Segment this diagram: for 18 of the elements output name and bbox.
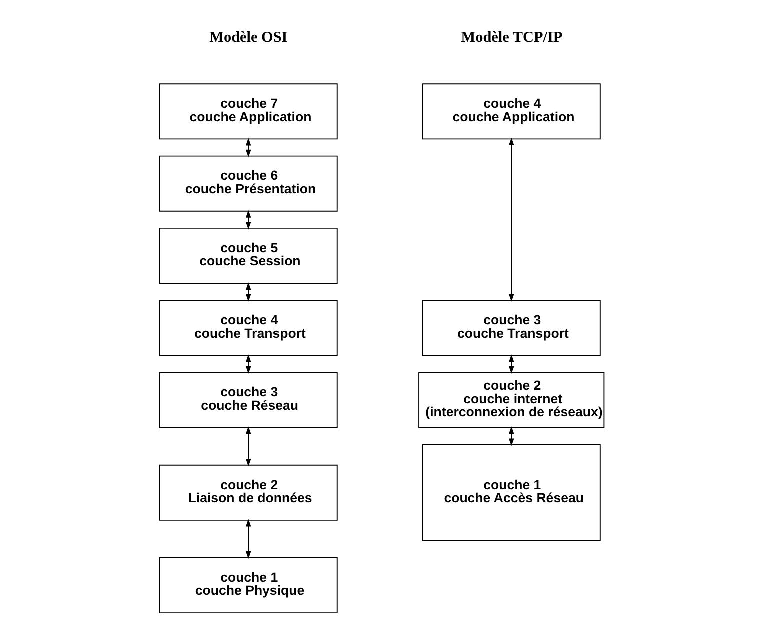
node-box: couche 2 couche internet (interconnexion de réseaux) (418, 372, 604, 428)
node-box: couche 4 couche Application (422, 84, 600, 140)
node-box: couche 2 Liaison de données (158, 464, 338, 521)
arrow (245, 519, 251, 560)
node-box: couche 5 couche Session (158, 228, 338, 284)
arrow (508, 138, 514, 302)
label: Modèle OSI (209, 29, 288, 46)
node-box: couche 1 couche Accès Réseau (422, 444, 600, 542)
node-box: couche 3 couche Transport (422, 300, 600, 356)
label: Modèle TCP/IP (460, 29, 562, 46)
arrow (245, 282, 251, 302)
node-box: couche 4 couche Transport (158, 300, 338, 356)
arrow (508, 426, 514, 446)
node-box: couche 3 couche Réseau (158, 372, 338, 428)
node-box: couche 7 couche Application (158, 84, 338, 140)
arrow (245, 426, 251, 467)
node-box: couche 6 couche Présentation (158, 156, 338, 212)
node-box: couche 1 couche Physique (158, 558, 338, 614)
